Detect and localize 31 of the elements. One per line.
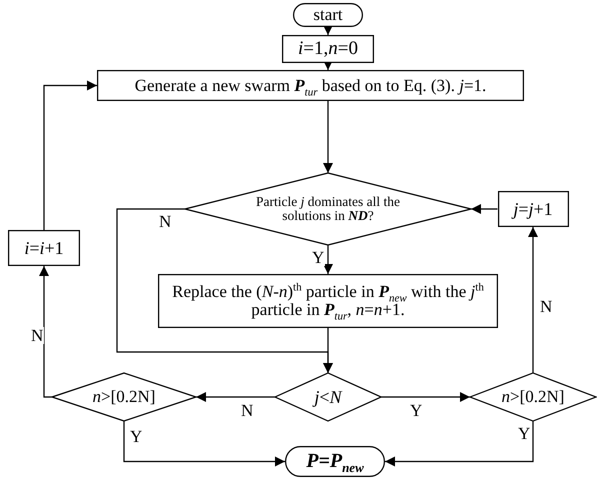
process-box: i=1,n=0 — [282, 35, 374, 63]
arrow — [471, 204, 498, 214]
edge-label: Y — [311, 249, 326, 266]
edge-label: N — [30, 327, 44, 344]
decision-diamond: n>[0.2N] — [470, 373, 596, 421]
arrow — [385, 421, 534, 466]
edge-label: N — [158, 213, 172, 230]
edge-label: Y — [129, 428, 144, 445]
process-box: i=i+1 — [8, 230, 80, 266]
decision-diamond: Particle j dominates all the solutions in ND? — [185, 173, 471, 245]
process-box: Generate a new swarm P$_{tur}$ based on to Eq. (3). j=1. — [97, 70, 524, 101]
arrow — [39, 266, 52, 398]
terminal-shape: start — [293, 3, 363, 27]
arrow — [323, 25, 333, 35]
decision-diamond: n>[0.2N] — [52, 373, 196, 421]
arrow — [528, 227, 538, 373]
arrow — [43, 80, 97, 230]
arrow — [323, 328, 333, 373]
edge-label: Y — [517, 425, 532, 442]
process-box: Replace the (N-n)$^{th}$ particle in P$_{new}$ with the j$^{th}$ particle in P$_{tur}$, n=n+1. — [158, 274, 498, 328]
edge-label: Y — [409, 402, 424, 419]
terminal-shape: P=P$_{new}$ — [285, 446, 385, 477]
arrow — [123, 421, 285, 466]
arrow — [381, 392, 470, 402]
arrow — [196, 392, 275, 402]
decision-diamond: j<N — [275, 373, 381, 421]
arrow — [323, 245, 333, 274]
edge-label: N — [539, 298, 554, 315]
arrow — [323, 101, 333, 173]
process-box: j=j+1 — [498, 191, 568, 227]
edge-label: N — [240, 402, 254, 419]
